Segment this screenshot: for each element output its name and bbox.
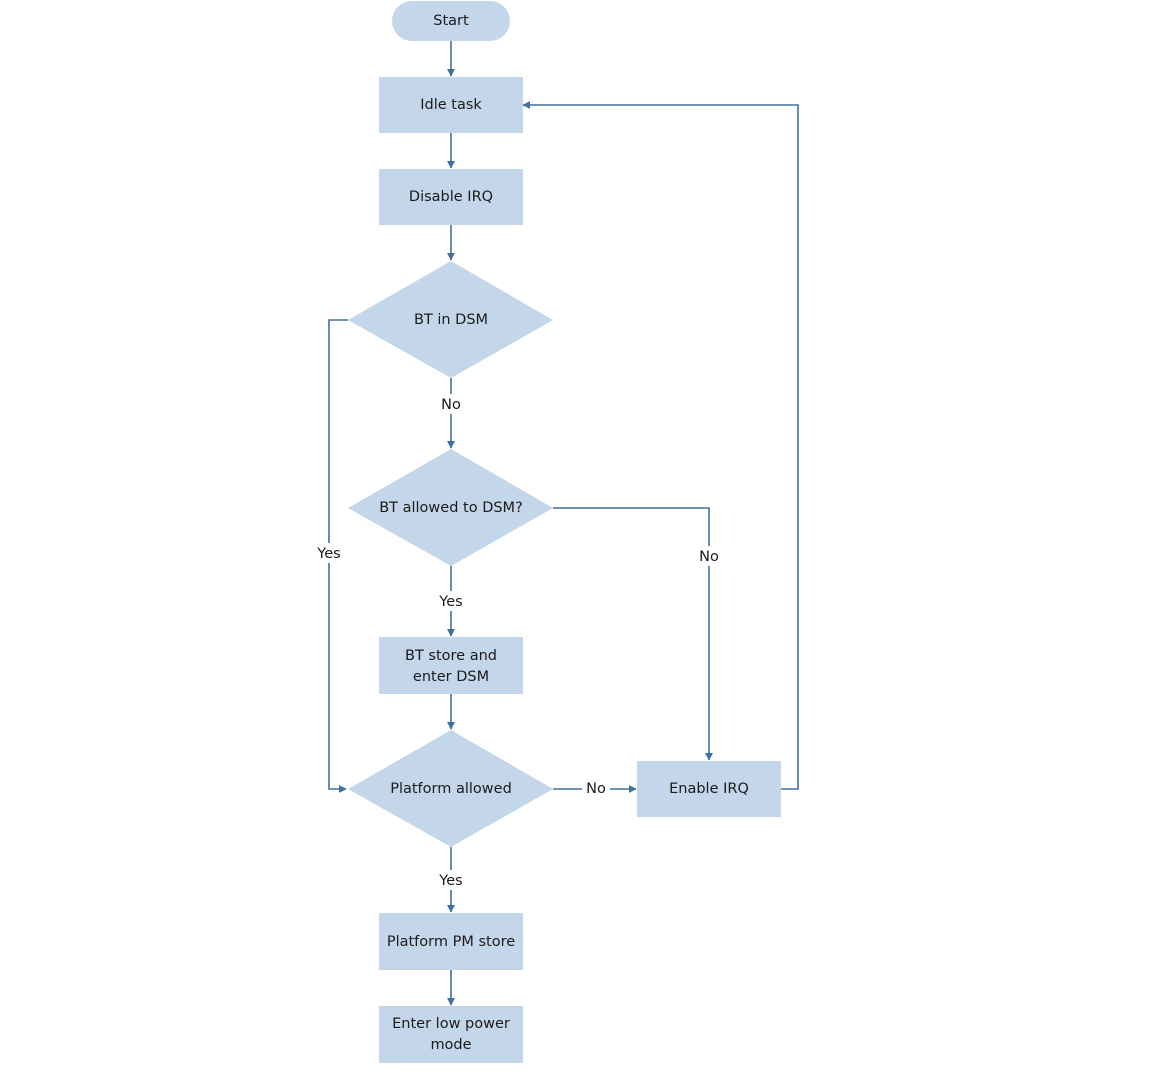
nodes: Start Idle task Disable IRQ BT in DSM BT… (348, 1, 781, 1063)
node-bt-in-dsm: BT in DSM (348, 261, 553, 378)
node-start: Start (392, 1, 510, 41)
edge-label-text: Yes (316, 546, 340, 562)
edge-bt-allowed-no (553, 507, 713, 761)
node-label: BT allowed to DSM? (379, 500, 523, 516)
edge-label-platform-allowed-no: No (582, 779, 610, 799)
node-label-line-1: Enter low power (392, 1016, 510, 1032)
node-platform-allowed: Platform allowed (348, 730, 553, 847)
edge-label-bt-in-dsm-no: No (437, 394, 465, 414)
edge-label-text: Yes (438, 594, 462, 610)
node-label-line-2: mode (430, 1037, 471, 1053)
node-label: BT in DSM (414, 312, 488, 328)
edge-label-platform-allowed-yes: Yes (434, 870, 468, 890)
node-label: Platform PM store (387, 934, 515, 950)
node-label: Idle task (420, 97, 482, 113)
edge-label-text: No (586, 781, 606, 797)
edge-enable-irq-loop-to-idle-task (522, 101, 799, 790)
node-enter-low-power-mode: Enter low power mode (379, 1006, 523, 1063)
node-platform-pm-store: Platform PM store (379, 913, 523, 970)
edge-label-bt-allowed-no: No (695, 546, 723, 566)
node-disable-irq: Disable IRQ (379, 169, 523, 225)
node-label: Platform allowed (390, 781, 512, 797)
edge-label-text: No (699, 549, 719, 565)
node-label: Start (433, 13, 469, 29)
edge-label-text: Yes (438, 873, 462, 889)
node-idle-task: Idle task (379, 77, 523, 133)
edge-label-text: No (441, 397, 461, 413)
node-label-line-2: enter DSM (413, 669, 489, 685)
node-bt-store-and-enter-dsm: BT store and enter DSM (379, 637, 523, 694)
edge-label-bt-allowed-yes: Yes (434, 591, 468, 611)
edge-label-bt-in-dsm-yes: Yes (312, 543, 346, 563)
node-label: Enable IRQ (669, 781, 749, 797)
node-enable-irq: Enable IRQ (637, 761, 781, 817)
node-bt-allowed-to-dsm: BT allowed to DSM? (348, 449, 553, 566)
edge-labels: No Yes Yes No No Yes (312, 394, 723, 890)
node-label: Disable IRQ (409, 189, 493, 205)
node-label-line-1: BT store and (405, 648, 497, 664)
